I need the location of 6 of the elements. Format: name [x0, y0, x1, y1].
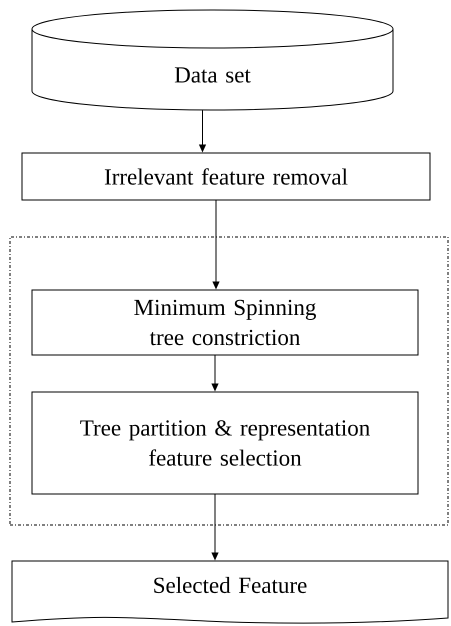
database-cylinder: Data set [32, 10, 394, 110]
process-box: Tree partition & representation feature selection [32, 392, 418, 494]
process-box: Irrelevant feature removal [22, 152, 430, 200]
node-label: Data set [174, 67, 251, 83]
process-box: Minimum Spinning tree constriction [32, 290, 418, 356]
dashed-group-frame [10, 236, 448, 526]
